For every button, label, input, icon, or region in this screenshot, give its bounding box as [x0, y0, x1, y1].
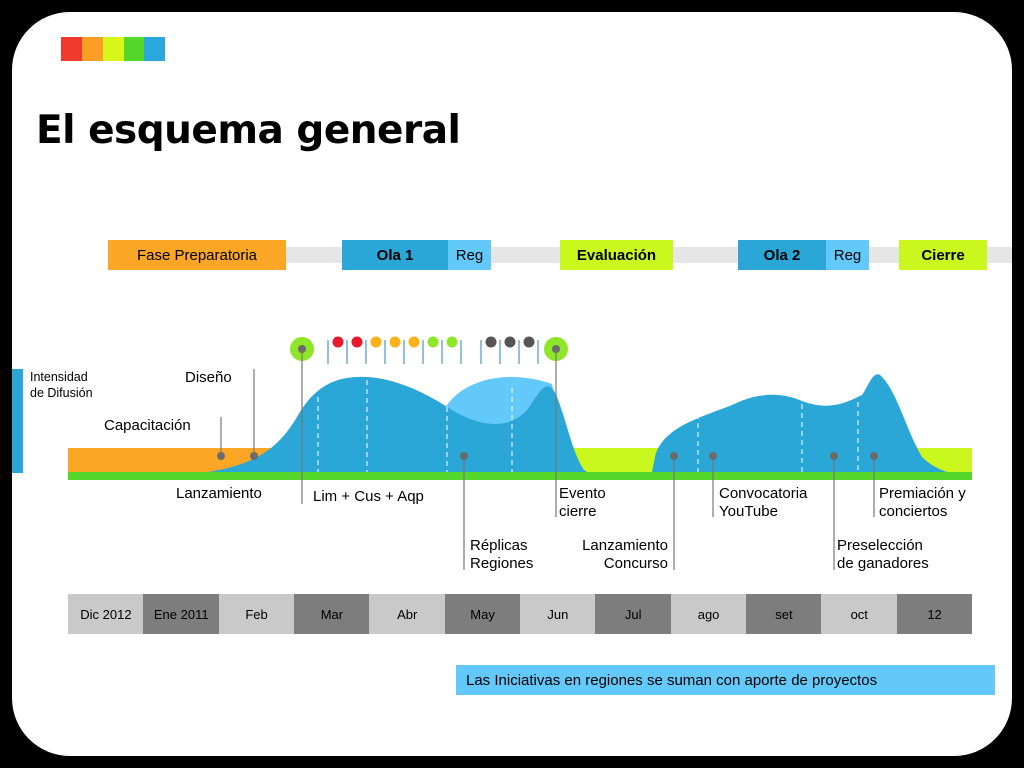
month-cell: set	[746, 594, 822, 634]
month-cell: Jul	[595, 594, 672, 634]
marker-dot	[523, 336, 535, 348]
marker-dot	[370, 336, 382, 348]
page-title: El esquema general	[36, 108, 461, 153]
month-cell: Abr	[369, 594, 446, 634]
label-preseleccion: Preselección de ganadores	[837, 537, 929, 572]
color-swatch	[82, 37, 103, 61]
month-guides	[317, 380, 859, 472]
label-lanzamiento: Lanzamiento	[176, 485, 262, 502]
label-evento-cierre: Evento cierre	[559, 485, 606, 520]
marker-dot	[332, 336, 344, 348]
marker-dot	[408, 336, 420, 348]
label-replicas-regiones: Réplicas Regiones	[470, 537, 534, 572]
month-cell: 12	[896, 594, 973, 634]
marker-dot	[351, 336, 363, 348]
month-cell: May	[444, 594, 521, 634]
timeline-diagram	[12, 336, 972, 570]
phase-ola-2: Ola 2	[738, 240, 826, 270]
intensity-wave	[208, 374, 947, 472]
color-swatch	[61, 37, 82, 61]
label-convocatoria-youtube: Convocatoria YouTube	[719, 485, 808, 520]
month-cell: Mar	[294, 594, 370, 634]
marker-dot	[485, 336, 497, 348]
label-lim-cus-aqp: Lim + Cus + Aqp	[313, 488, 424, 505]
marker-dot	[389, 336, 401, 348]
month-cell: Dic 2012	[68, 594, 144, 634]
label-premiacion: Premiación y conciertos	[879, 485, 966, 520]
month-cell: Ene 2011	[143, 594, 220, 634]
intensity-label: Intensidad de Difusión	[30, 370, 93, 400]
leader-lines	[220, 349, 875, 570]
label-capacitacion: Capacitación	[104, 417, 191, 434]
phase-reg-1: Reg	[448, 240, 491, 270]
slide: El esquema general Fase Preparatoria Ola…	[12, 12, 1012, 756]
note-box: Las Iniciativas en regiones se suman con…	[456, 665, 995, 695]
month-cell: oct	[821, 594, 898, 634]
phase-cierre: Cierre	[899, 240, 987, 270]
label-diseno: Diseño	[185, 369, 232, 386]
color-swatch	[124, 37, 145, 61]
phase-evaluacion: Evaluación	[560, 240, 673, 270]
color-swatch	[144, 37, 165, 61]
event-points	[217, 452, 878, 460]
color-swatch	[103, 37, 124, 61]
phase-fase-preparatoria: Fase Preparatoria	[108, 240, 286, 270]
marker-dot	[504, 336, 516, 348]
label-lanzamiento-concurso: Lanzamiento Concurso	[582, 537, 668, 572]
phase-reg-2: Reg	[826, 240, 869, 270]
marker-row	[327, 336, 539, 364]
month-cell: Jun	[520, 594, 596, 634]
month-cell: Feb	[218, 594, 295, 634]
phase-ola-1: Ola 1	[342, 240, 448, 270]
marker-dot	[446, 336, 458, 348]
month-cell: ago	[670, 594, 747, 634]
green-baseline	[68, 472, 972, 480]
intensity-bar	[12, 369, 23, 473]
marker-dot	[427, 336, 439, 348]
